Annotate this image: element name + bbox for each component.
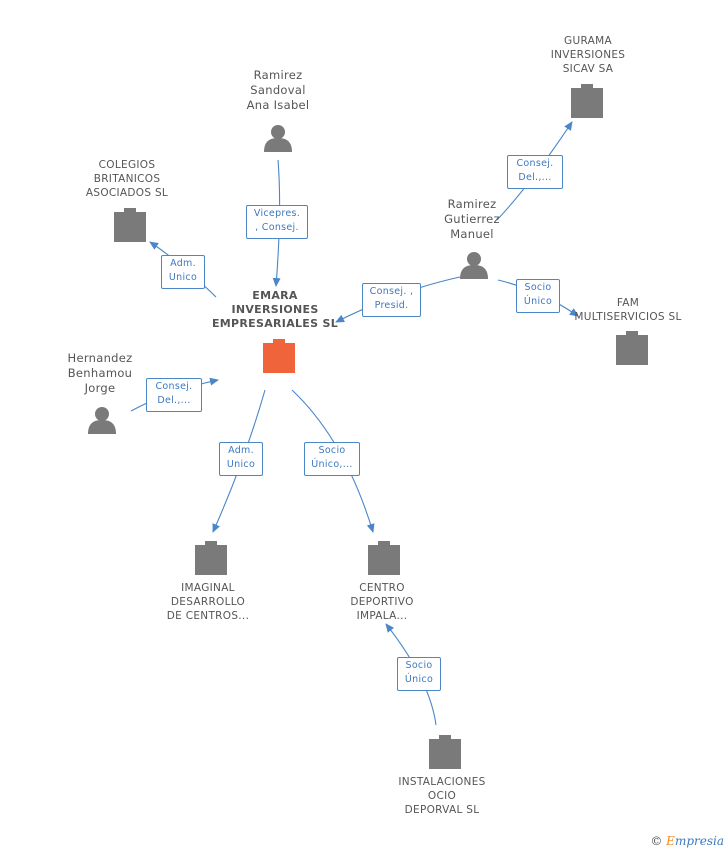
edge-label-consej-presid[interactable]: Consej. , Presid. xyxy=(362,283,421,317)
node-label-emara[interactable]: EMARA INVERSIONES EMPRESARIALES SL xyxy=(211,289,339,330)
node-label-fam[interactable]: FAM MULTISERVICIOS SL xyxy=(574,297,682,323)
copyright-icon: © xyxy=(650,834,663,848)
edge-label-socio-fam[interactable]: Socio Único xyxy=(516,279,560,313)
edge-label-consej-del-hernandez[interactable]: Consej. Del.,... xyxy=(146,378,202,412)
node-label-gurama[interactable]: GURAMA INVERSIONES SICAV SA xyxy=(550,35,626,75)
node-label-colegios[interactable]: COLEGIOS BRITANICOS ASOCIADOS SL xyxy=(85,159,169,199)
person-icon[interactable] xyxy=(264,125,292,152)
building-icon[interactable] xyxy=(263,339,295,373)
building-icon[interactable] xyxy=(429,735,461,769)
brand-first-letter: E xyxy=(666,834,675,848)
building-icon[interactable] xyxy=(616,331,648,365)
edge-label-socio-instalaciones[interactable]: Socio Único xyxy=(397,657,441,691)
person-icon[interactable] xyxy=(88,407,116,434)
edge-label-adm-colegios[interactable]: Adm. Unico xyxy=(161,255,205,289)
node-label-centro[interactable]: CENTRO DEPORTIVO IMPALA... xyxy=(350,582,414,622)
node-label-ramirez-gutierrez[interactable]: Ramirez Gutierrez Manuel xyxy=(444,197,500,241)
empresia-watermark: © Empresia xyxy=(650,834,724,848)
building-icon[interactable] xyxy=(571,84,603,118)
building-icon[interactable] xyxy=(195,541,227,575)
brand-name: mpresia xyxy=(674,834,724,848)
node-label-ramirez-sandoval[interactable]: Ramirez Sandoval Ana Isabel xyxy=(246,68,310,112)
node-label-hernandez[interactable]: Hernandez Benhamou Jorge xyxy=(67,351,133,395)
edge-label-adm-imaginal[interactable]: Adm. Unico xyxy=(219,442,263,476)
node-label-instalaciones[interactable]: INSTALACIONES OCIO DEPORVAL SL xyxy=(398,776,486,816)
building-icon[interactable] xyxy=(114,208,146,242)
edge-label-consej-del-gurama[interactable]: Consej. Del.,... xyxy=(507,155,563,189)
person-icon[interactable] xyxy=(460,252,488,279)
node-label-imaginal[interactable]: IMAGINAL DESARROLLO DE CENTROS... xyxy=(166,582,250,622)
edge-label-socio-centro[interactable]: Socio Único,... xyxy=(304,442,360,476)
edge-label-vicepres[interactable]: Vicepres. , Consej. xyxy=(246,205,308,239)
building-icon[interactable] xyxy=(368,541,400,575)
